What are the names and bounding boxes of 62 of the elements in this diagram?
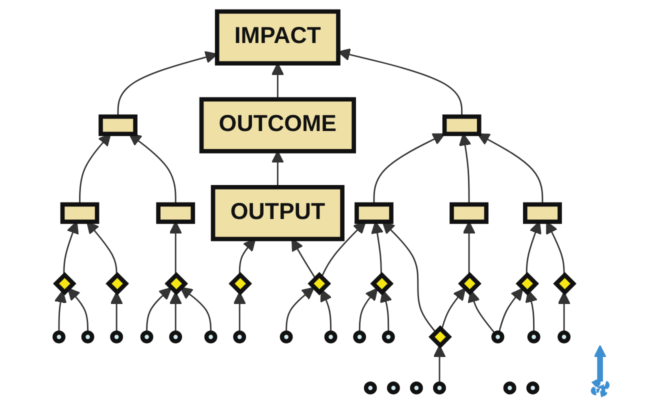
node-box [156,202,196,224]
node-diamond [370,272,394,296]
node-box [98,114,138,136]
arrow [286,286,314,333]
node-circle [558,330,571,344]
node-circle [353,330,366,344]
node-box [523,202,562,224]
node-diamond [308,272,332,296]
node-circle [110,330,124,344]
node-box [354,202,394,224]
arrow [169,292,182,333]
arrow [558,292,570,333]
arrow [358,288,378,333]
node-diamond [458,272,482,296]
node-circle [526,381,540,394]
node-circle [204,330,218,344]
node-box: OUTPUT [210,185,344,242]
arrow [382,221,436,333]
arrow [594,345,606,382]
arrow [380,290,392,333]
node-box [442,114,482,136]
arrow [525,290,538,333]
node-circle [52,330,66,344]
node-circle [324,330,338,344]
node-box [60,202,100,224]
arrow [477,133,544,204]
node-diamond [428,325,452,349]
node-circle [527,330,540,344]
arrow [128,133,176,204]
node-diamond [516,272,540,296]
node-circle [169,330,182,344]
node-box: IMPACT [214,9,340,66]
node-box: OUTCOME [199,97,356,154]
arrow [180,286,212,333]
node-diamond [228,272,252,296]
node-circle [491,330,504,344]
node-circle [233,330,246,344]
node-circle [410,381,423,394]
node-diamond [164,272,188,296]
node-diamond [553,272,576,296]
node-circle [503,381,516,394]
node-circle [81,330,94,344]
arrow [146,287,172,333]
arrow [433,345,446,384]
arrow [233,292,246,333]
node-circle [280,330,293,344]
node-circle [382,330,395,344]
arrow [110,292,123,333]
arrow [468,290,496,334]
node-cloud [590,378,611,398]
node-diamond [106,272,129,296]
node-circle [140,330,154,344]
arrow [498,288,524,333]
arrow [54,290,67,333]
node-circle [433,381,446,394]
arrow [373,133,446,204]
arrow [67,288,88,333]
node-box [450,202,488,224]
node-circle [364,381,377,394]
node-circle [386,381,400,394]
arrow [320,289,332,333]
node-diamond [52,272,76,296]
